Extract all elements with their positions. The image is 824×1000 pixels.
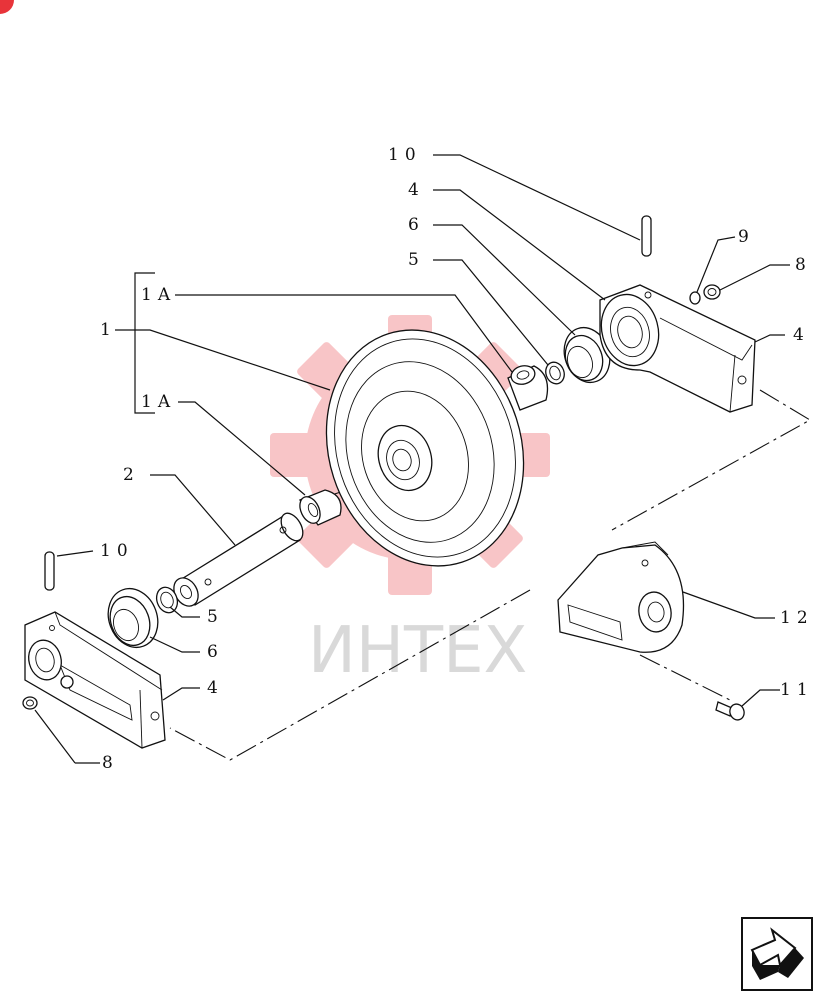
brand-corner-icon (0, 0, 14, 14)
callout-1a-bottom: 1A (141, 392, 176, 412)
watermark-text: ИНТЕХ (308, 614, 527, 688)
callout-8-left: 8 (102, 753, 119, 773)
washer (689, 291, 701, 305)
callout-6-left: 6 (207, 642, 224, 662)
callout-12: 12 (780, 608, 814, 628)
o-ring-right (545, 361, 565, 385)
callout-10-left: 10 (100, 541, 134, 561)
callout-8-right: 8 (795, 255, 812, 275)
bolt (715, 701, 745, 721)
grease-fitting-right (703, 284, 721, 300)
callout-2: 2 (123, 465, 140, 485)
callout-10-top: 10 (388, 145, 422, 165)
callout-4-right: 4 (793, 325, 810, 345)
callout-4-left: 4 (207, 678, 224, 698)
idler-shaft (173, 512, 304, 607)
callout-5-left: 5 (207, 607, 224, 627)
callout-9: 9 (738, 227, 755, 247)
seal-left (107, 587, 159, 649)
next-page-arrow-icon[interactable] (741, 917, 813, 991)
callout-1a-top: 1A (141, 285, 176, 305)
o-ring-left (155, 586, 179, 614)
support-block (557, 541, 685, 653)
bushing-left (298, 489, 342, 526)
bushing-right (507, 365, 549, 411)
pin-top (641, 215, 652, 257)
pin-left (44, 551, 55, 591)
callout-11: 11 (780, 680, 814, 700)
seal-right (563, 326, 611, 384)
callout-4-top: 4 (408, 180, 425, 200)
callout-5-top: 5 (408, 250, 425, 270)
idler-wheel (325, 329, 525, 567)
callout-6-top: 6 (408, 215, 425, 235)
callout-1: 1 (100, 320, 117, 340)
grease-fitting-left (22, 696, 38, 710)
bracket-left (24, 611, 166, 749)
bracket-right (599, 284, 756, 413)
